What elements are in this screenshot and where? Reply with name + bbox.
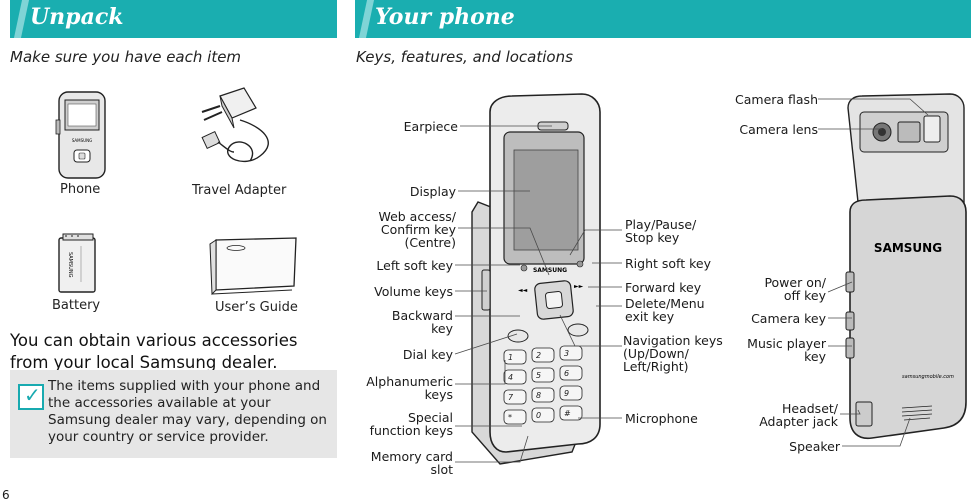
svg-text:4: 4 xyxy=(508,373,513,382)
label-speaker: Speaker xyxy=(789,439,840,454)
svg-text:8: 8 xyxy=(536,391,541,400)
phone-item-image: SAMSUNG xyxy=(55,91,106,179)
travel-adapter-image xyxy=(201,87,269,162)
label-left-soft-key: Left soft key xyxy=(376,258,453,273)
label-music-player-key: Music player key xyxy=(747,336,826,364)
label-camera-lens: Camera lens xyxy=(739,122,818,137)
svg-text:3: 3 xyxy=(564,349,569,358)
users-guide-image xyxy=(209,237,297,296)
svg-text:0: 0 xyxy=(536,411,541,420)
label-earpiece: Earpiece xyxy=(403,119,458,134)
label-microphone: Microphone xyxy=(625,411,698,426)
label-right-soft-key: Right soft key xyxy=(625,256,711,271)
unpack-subtitle: Make sure you have each item xyxy=(10,48,242,66)
label-camera-key: Camera key xyxy=(751,311,826,326)
label-alphanumeric-keys: Alphanumeric keys xyxy=(366,374,453,402)
svg-text:1: 1 xyxy=(508,353,513,362)
svg-text:5: 5 xyxy=(536,371,541,380)
svg-text:SAMSUNG: SAMSUNG xyxy=(72,138,92,143)
svg-text:9: 9 xyxy=(564,389,569,398)
phone-front-image: SAMSUNG ◄◄ ►► 1 2 3 4 5 6 7 8 9 * 0 # xyxy=(471,93,601,465)
checkmark-icon: ✓ xyxy=(18,383,44,410)
svg-text:►►: ►► xyxy=(574,283,584,290)
label-delete-menu-exit: Delete/Menu exit key xyxy=(625,296,705,324)
label-memory-card-slot: Memory card slot xyxy=(370,449,453,477)
battery-label: Battery xyxy=(52,298,101,313)
label-dial-key: Dial key xyxy=(402,347,453,362)
label-forward-key: Forward key xyxy=(625,280,702,295)
label-power-key: Power on/ off key xyxy=(764,275,826,303)
battery-image: SAMSUNG xyxy=(58,233,96,293)
label-headset-adapter-jack: Headset/ Adapter jack xyxy=(759,401,838,429)
svg-text:7: 7 xyxy=(508,393,514,402)
label-display: Display xyxy=(409,184,456,199)
users-guide-label: User’s Guide xyxy=(215,300,298,315)
phone-back-image: SAMSUNG samsungmobile.com xyxy=(845,93,967,440)
label-play-pause-stop: Play/Pause/ Stop key xyxy=(625,217,697,245)
website-text: samsungmobile.com xyxy=(902,374,954,380)
label-backward-key: Backward key xyxy=(391,308,453,336)
label-navigation-keys: Navigation keys (Up/Down/ Left/Right) xyxy=(623,333,723,374)
label-volume-keys: Volume keys xyxy=(374,284,453,299)
svg-text:SAMSUNG: SAMSUNG xyxy=(67,252,73,278)
unpack-banner: Unpack xyxy=(10,0,337,38)
brand-logo: SAMSUNG xyxy=(874,241,942,255)
svg-text:6: 6 xyxy=(564,369,569,378)
label-camera-flash: Camera flash xyxy=(735,92,818,107)
svg-text:#: # xyxy=(564,409,571,418)
label-special-function-keys: Special function keys xyxy=(369,410,453,438)
label-web-access: Web access/ Confirm key (Centre) xyxy=(378,209,456,250)
unpack-title: Unpack xyxy=(30,4,124,30)
note-box: ✓ The items supplied with your phone and… xyxy=(10,370,337,458)
svg-text:2: 2 xyxy=(536,351,541,360)
page-number: 6 xyxy=(2,488,10,502)
your-phone-subtitle: Keys, features, and locations xyxy=(356,48,573,66)
phone-label: Phone xyxy=(60,182,101,197)
accessories-text: You can obtain various accessories from … xyxy=(10,331,298,372)
your-phone-banner: Your phone xyxy=(355,0,971,38)
note-text: The items supplied with your phone and t… xyxy=(48,378,327,445)
travel-adapter-label: Travel Adapter xyxy=(192,183,287,198)
svg-text:*: * xyxy=(508,413,512,422)
your-phone-title: Your phone xyxy=(375,4,515,30)
svg-text:SAMSUNG: SAMSUNG xyxy=(533,267,567,274)
svg-text:◄◄: ◄◄ xyxy=(518,287,528,294)
